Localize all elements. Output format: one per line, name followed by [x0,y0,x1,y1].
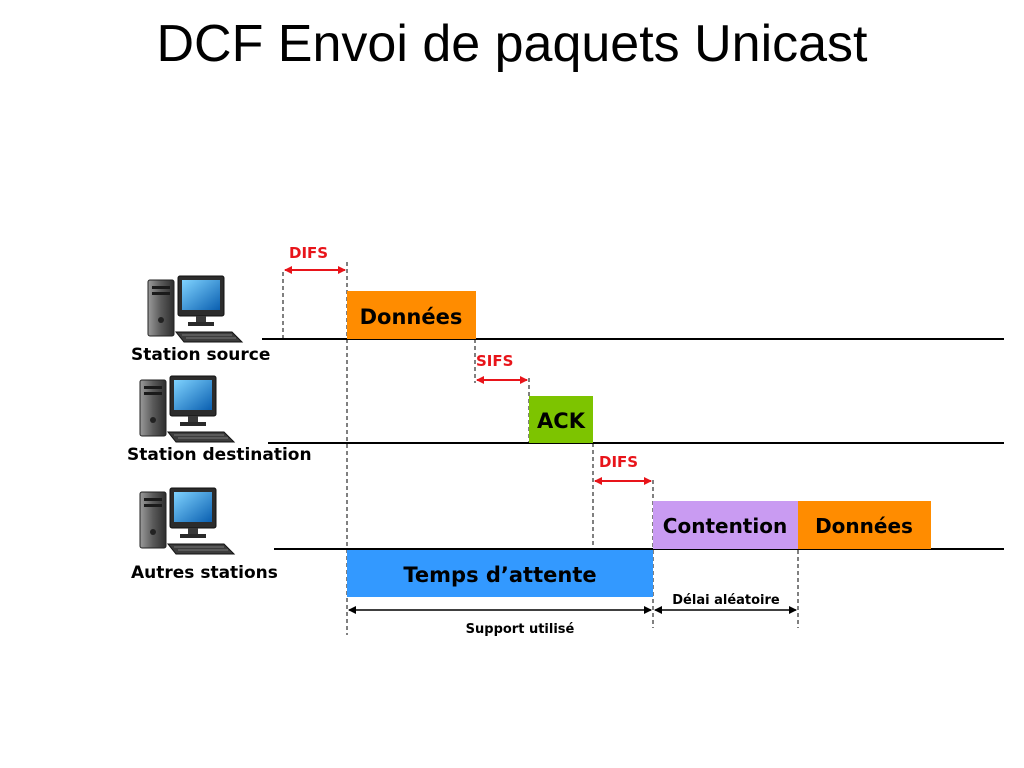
wait-period-label: Temps d’attente [403,563,596,587]
station-destination-label: Station destination [127,445,312,465]
other-stations-icon [139,487,235,555]
ack-frame-label: ACK [537,409,586,433]
wait-period [347,550,653,597]
medium-busy-label: Support utilisé [466,622,575,637]
data-frame-2 [798,501,931,549]
station-source-label: Station source [131,345,270,365]
contention-window [653,501,798,549]
other-stations-label: Autres stations [131,563,278,583]
sifs-label: SIFS [476,352,513,370]
data-frame-2-label: Données [815,514,913,538]
random-delay-label: Délai aléatoire [672,593,780,608]
ack-frame [529,396,593,443]
contention-label: Contention [663,514,787,538]
data-frame-1 [347,291,476,339]
destination-station-icon [139,375,235,443]
source-station-icon [147,275,243,343]
data-frame-1-label: Données [360,305,463,329]
page-title: DCF Envoi de paquets Unicast [156,15,868,73]
difs-label-2: DIFS [599,453,638,471]
difs-label-1: DIFS [289,244,328,262]
